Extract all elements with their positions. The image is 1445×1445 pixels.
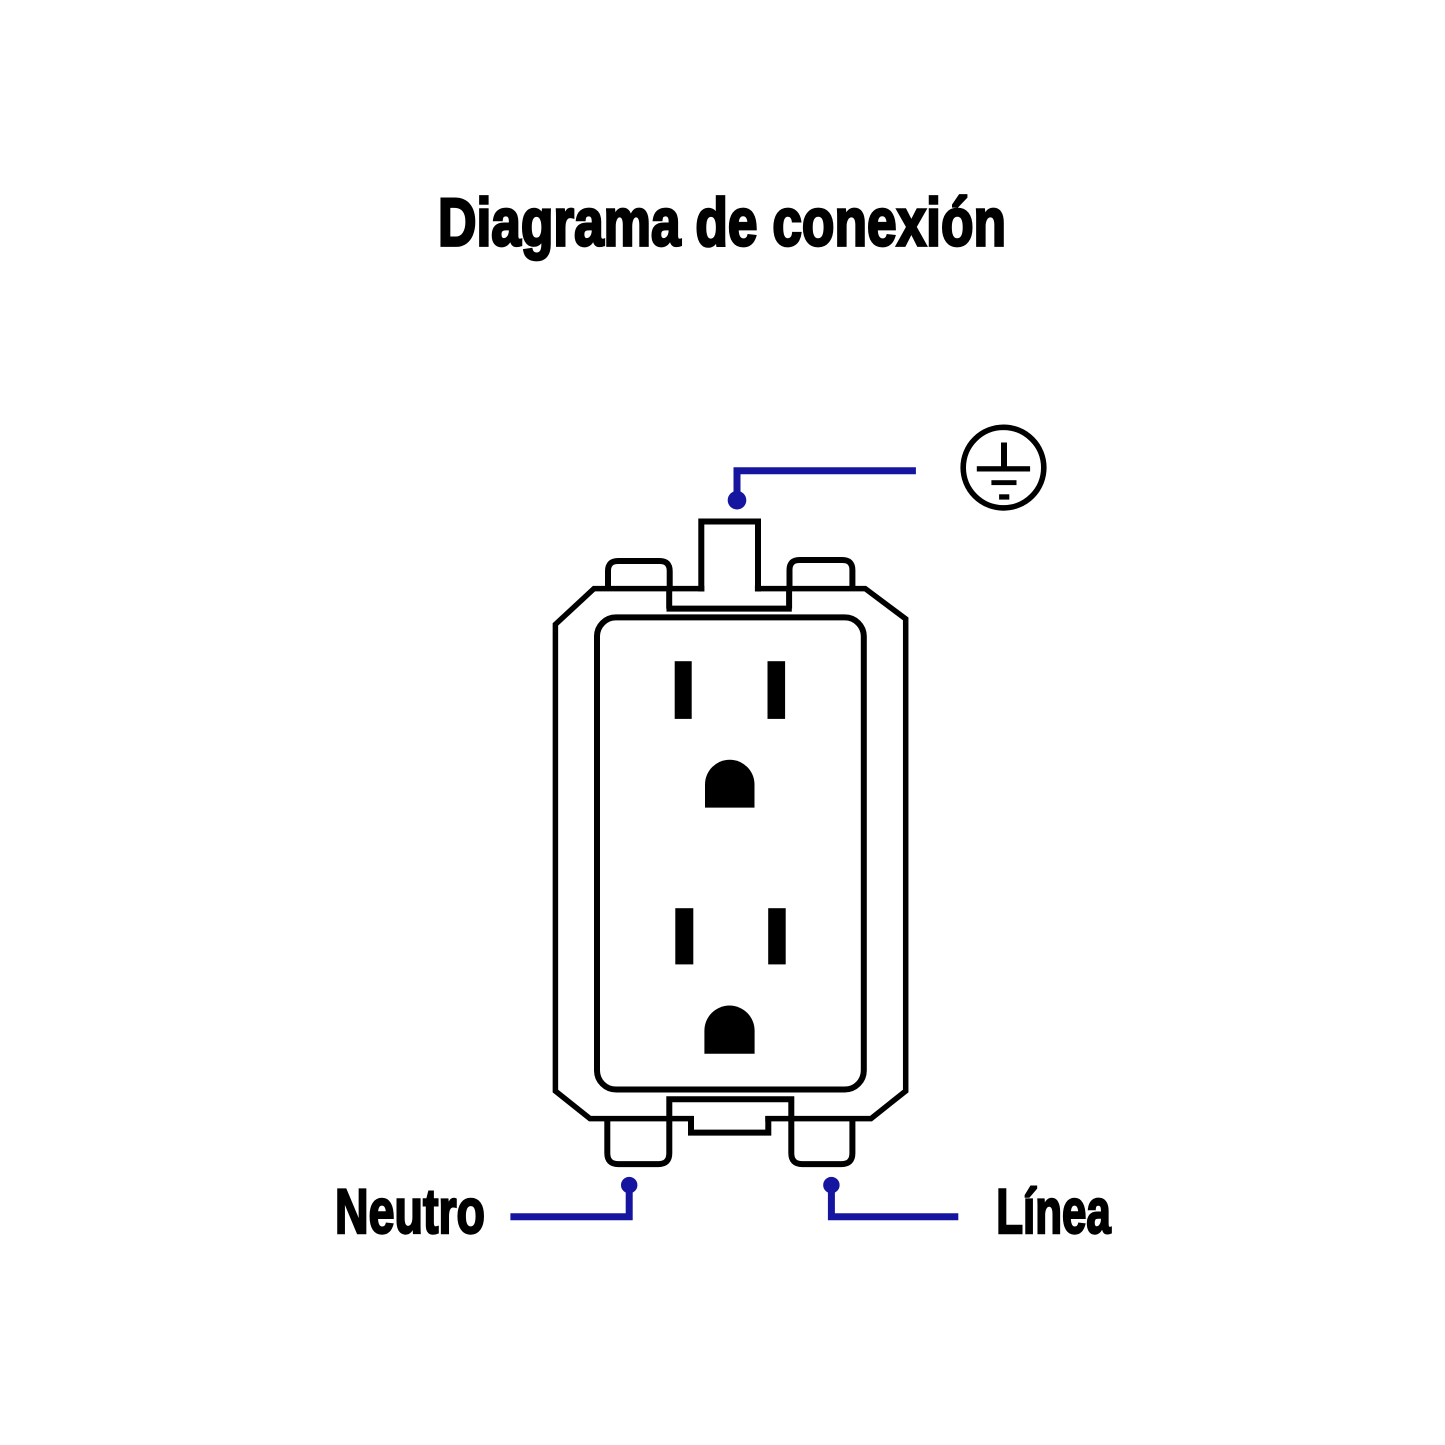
svg-text:Línea: Línea [996,1177,1111,1247]
svg-text:Neutro: Neutro [335,1177,485,1247]
svg-text:Diagrama de conexión: Diagrama de conexión [438,184,1006,260]
